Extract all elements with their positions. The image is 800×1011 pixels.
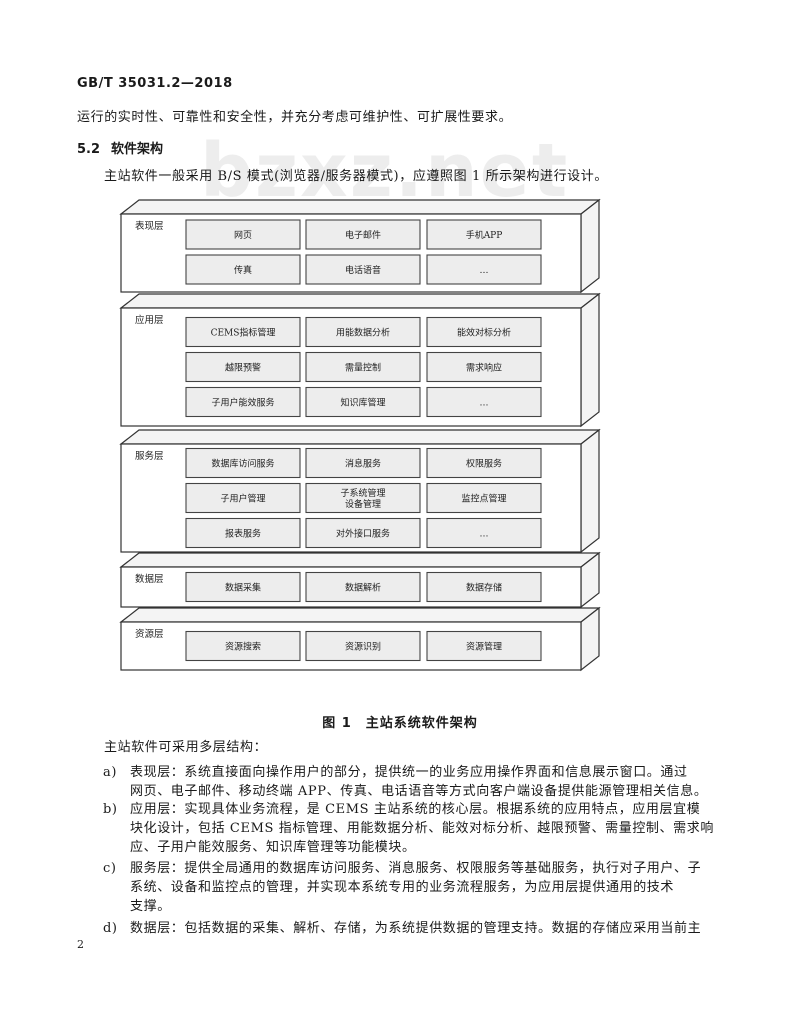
- list-marker: b): [103, 802, 118, 817]
- layer-top-face: [119, 552, 601, 568]
- module-label: 子用户管理: [220, 493, 265, 505]
- list-text-line: 表现层：系统直接面向操作用户的部分，提供统一的业务应用操作界面和信息展示窗口。通…: [130, 765, 688, 780]
- list-marker: c): [103, 861, 117, 876]
- layer-top-face: [119, 429, 601, 445]
- layer-top-face: [119, 293, 601, 309]
- module-cell: [185, 571, 301, 603]
- module-cell: [426, 517, 542, 549]
- module-cell: [185, 630, 301, 662]
- layer-name: 数据层: [135, 573, 164, 585]
- module-cell: [185, 482, 301, 514]
- module-cell: [185, 316, 301, 348]
- list-text-line: 数据层：包括数据的采集、解析、存储，为系统提供数据的管理支持。数据的存储应采用当…: [130, 921, 702, 936]
- module-cell: [426, 571, 542, 603]
- layer-name: 服务层: [135, 450, 164, 462]
- module-label: 权限服务: [466, 458, 502, 470]
- module-label: 电话语音: [345, 264, 381, 276]
- module-cell: [185, 447, 301, 479]
- module-label: 对外接口服务: [336, 528, 390, 540]
- module-label: 资源搜索: [225, 641, 261, 653]
- list-intro: 主站软件可采用多层结构：: [104, 740, 268, 755]
- module-label: 报表服务: [225, 528, 261, 540]
- module-label: 子系统管理: [340, 487, 385, 499]
- layer-side-face: [580, 428, 600, 554]
- module-label: 知识库管理: [340, 397, 385, 409]
- module-cell: [305, 482, 421, 514]
- list-marker: d): [103, 921, 118, 936]
- page-number: 2: [77, 938, 84, 951]
- module-label: 手机APP: [466, 229, 503, 241]
- module-cell: [185, 386, 301, 418]
- module-cell: [426, 219, 542, 250]
- module-label: 资源识别: [345, 642, 381, 653]
- module-label: 用能数据分析: [336, 327, 390, 339]
- list-text-line: 系统、设备和监控点的管理，并实现本系统专用的业务流程服务，为应用层提供通用的技术: [130, 880, 675, 895]
- layer-name: 表现层: [135, 220, 164, 232]
- layer-name: 资源层: [135, 629, 164, 640]
- module-label: 数据存储: [466, 582, 502, 594]
- module-label: 网页: [234, 230, 252, 241]
- list-text-line: 服务层：提供全局通用的数据库访问服务、消息服务、权限服务等基础服务，执行对子用户…: [130, 861, 702, 876]
- module-cell: [305, 219, 421, 250]
- module-label: 数据解析: [345, 582, 381, 594]
- module-cell: [305, 571, 421, 603]
- module-label: 需求响应: [466, 362, 502, 374]
- module-cell: [426, 254, 542, 285]
- module-cell: [305, 316, 421, 348]
- module-cell: [305, 351, 421, 383]
- module-cell: [426, 316, 542, 348]
- layer-name: 应用层: [135, 314, 164, 326]
- module-label: 数据采集: [225, 582, 261, 594]
- module-cell: [305, 517, 421, 549]
- module-cell: [426, 386, 542, 418]
- module-cell: [305, 447, 421, 479]
- section-paragraph: 主站软件一般采用 B/S 模式(浏览器/服务器模式)，应遵照图 1 所示架构进行…: [104, 169, 608, 184]
- module-label: …: [480, 399, 489, 409]
- module-cell: [426, 630, 542, 662]
- list-marker: a): [103, 765, 118, 780]
- module-cell: [305, 386, 421, 418]
- module-label: …: [480, 530, 489, 540]
- module-label: 资源管理: [466, 641, 502, 653]
- module-cell: [185, 517, 301, 549]
- module-label: …: [480, 266, 489, 276]
- module-label: 监控点管理: [461, 493, 506, 505]
- intro-line: 运行的实时性、可靠性和安全性，并充分考虑可维护性、可扩展性要求。: [77, 110, 513, 125]
- module-label: 需量控制: [345, 362, 381, 374]
- module-cell: [426, 447, 542, 479]
- section-number: 5.2: [77, 142, 101, 157]
- module-label: CEMS指标管理: [211, 327, 276, 339]
- module-label: 子用户能效服务: [211, 397, 274, 409]
- module-cell: [185, 219, 301, 250]
- section-heading: 5.2 软件架构: [77, 138, 163, 157]
- module-label: 传真: [234, 264, 252, 276]
- module-label: 消息服务: [345, 458, 381, 470]
- module-cell: [185, 351, 301, 383]
- list-text-line: 应、子用户能效服务、知识库管理等功能模块。: [130, 840, 416, 855]
- list-text-line: 网页、电子邮件、移动终端 APP、传真、电话语音等方式向客户端设备提供能源管理相…: [130, 784, 708, 799]
- figure-caption: 图 1 主站系统软件架构: [322, 716, 478, 731]
- module-cell: [185, 254, 301, 285]
- module-cell: [426, 351, 542, 383]
- module-label: 越限预警: [225, 362, 261, 374]
- list-text-line: 应用层：实现具体业务流程，是 CEMS 主站系统的核心层。根据系统的应用特点，应…: [130, 802, 701, 817]
- module-cell: [305, 630, 421, 662]
- list-text-line: 支撑。: [130, 899, 171, 914]
- layer-side-face: [580, 198, 600, 294]
- standard-code-header: GB/T 35031.2—2018: [77, 76, 233, 91]
- layer-top-face: [119, 199, 601, 215]
- module-label: 电子邮件: [345, 229, 381, 241]
- layer-top-face: [119, 607, 601, 623]
- list-text-line: 块化设计，包括 CEMS 指标管理、用能数据分析、能效对标分析、越限预警、需量控…: [130, 821, 714, 836]
- module-cell: [426, 482, 542, 514]
- module-label: 能效对标分析: [457, 327, 511, 339]
- module-label: 设备管理: [345, 498, 381, 510]
- module-label: 数据库访问服务: [211, 458, 274, 470]
- section-title: 软件架构: [111, 142, 164, 157]
- layer-side-face: [580, 292, 600, 428]
- module-cell: [305, 254, 421, 285]
